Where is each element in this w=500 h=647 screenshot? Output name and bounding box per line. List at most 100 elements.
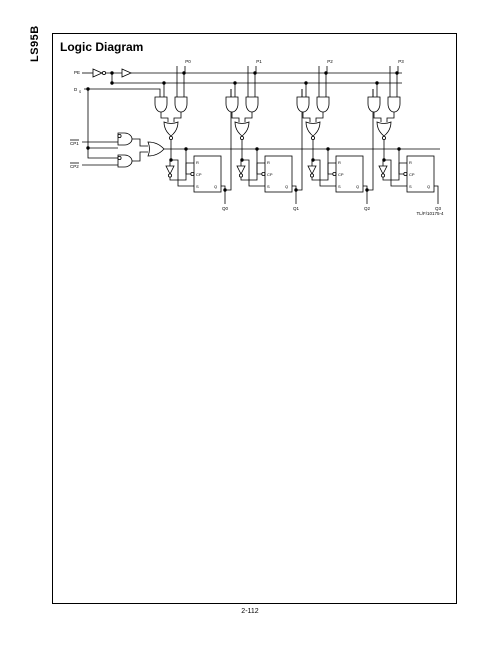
wire xyxy=(225,89,232,191)
flipflop-q-pin-label: Q xyxy=(427,184,430,189)
inverter-triangle xyxy=(378,165,388,175)
wire xyxy=(363,185,368,204)
flipflop-s-pin-label: S xyxy=(267,184,270,189)
flipflop-cp-pin-label: CP xyxy=(196,172,202,177)
wire xyxy=(302,112,311,122)
wire xyxy=(311,162,336,181)
wire xyxy=(315,112,324,122)
flip-flop-box-3 xyxy=(406,155,435,193)
inverter-bubble xyxy=(168,135,173,140)
inverter-bubble xyxy=(310,135,315,140)
cp2-input-label: CP2 xyxy=(70,164,79,169)
junction-dot xyxy=(110,81,114,85)
wire xyxy=(244,112,253,122)
ds-input-label: D xyxy=(74,87,78,92)
nor-gate xyxy=(234,121,250,137)
inverter-bubble xyxy=(238,173,243,178)
inverter-bubble xyxy=(239,135,244,140)
wire xyxy=(240,162,265,181)
ds-subscript-label: S xyxy=(79,90,81,94)
flip-flop-box-1 xyxy=(264,155,293,193)
flipflop-cp-pin-label: CP xyxy=(409,172,415,177)
section-title: Logic Diagram xyxy=(60,40,144,54)
inverter-bubble xyxy=(190,171,195,176)
wire xyxy=(292,185,297,204)
flipflop-r-pin-label: R xyxy=(196,160,199,165)
flipflop-s-pin-label: S xyxy=(409,184,412,189)
and-gate xyxy=(174,96,188,113)
wire xyxy=(434,185,439,204)
flipflop-q-pin-label: Q xyxy=(214,184,217,189)
parallel-input-label-p3: P3 xyxy=(398,59,404,64)
flip-flop-box-2 xyxy=(335,155,364,193)
junction-dot xyxy=(255,147,259,151)
wire xyxy=(367,89,374,191)
inverter-bubble xyxy=(309,173,314,178)
inverter-triangle xyxy=(165,165,175,175)
wire xyxy=(84,88,161,97)
and-gate xyxy=(154,96,168,113)
and-gate xyxy=(245,96,259,113)
flipflop-cp-pin-label: CP xyxy=(338,172,344,177)
wire xyxy=(169,159,171,166)
junction-dot xyxy=(162,81,166,85)
wire xyxy=(398,149,404,175)
junction-dot xyxy=(184,147,188,151)
inverter-bubble xyxy=(102,71,107,76)
flipflop-r-pin-label: R xyxy=(409,160,412,165)
junction-dot xyxy=(324,71,328,75)
parallel-input-label-p2: P2 xyxy=(327,59,333,64)
and-gate xyxy=(367,96,381,113)
parallel-input-label-p0: P0 xyxy=(185,59,191,64)
inverter-bubble xyxy=(261,171,266,176)
junction-dot xyxy=(233,81,237,85)
flipflop-q-pin-label: Q xyxy=(356,184,359,189)
and-gate xyxy=(316,96,330,113)
wire xyxy=(296,89,303,191)
inverter-triangle xyxy=(236,165,246,175)
wire xyxy=(185,149,191,175)
wire xyxy=(87,89,118,149)
wire xyxy=(160,112,169,122)
output-label-q3: Q3 xyxy=(435,206,442,211)
wire xyxy=(132,151,148,162)
flip-flop-box-0 xyxy=(193,155,222,193)
wire xyxy=(384,159,407,187)
flipflop-q-pin-label: Q xyxy=(285,184,288,189)
inverter-bubble xyxy=(167,173,172,178)
junction-dot xyxy=(253,71,257,75)
or-gate xyxy=(147,141,165,157)
junction-dot xyxy=(326,147,330,151)
wire xyxy=(221,185,226,204)
and-gate xyxy=(387,96,401,113)
and-gate xyxy=(225,96,239,113)
wire xyxy=(169,162,194,181)
inverter-bubble xyxy=(403,171,408,176)
inverter-bubble xyxy=(117,133,122,138)
wire xyxy=(173,112,182,122)
figure-code-label: TL/F/10175-4 xyxy=(416,211,444,216)
inverter-bubble xyxy=(381,135,386,140)
nor-gate xyxy=(376,121,392,137)
wire xyxy=(327,149,333,175)
flipflop-s-pin-label: S xyxy=(338,184,341,189)
junction-dot xyxy=(375,81,379,85)
output-label-q0: Q0 xyxy=(222,206,229,211)
wire xyxy=(311,159,313,166)
wire xyxy=(382,159,384,166)
output-label-q2: Q2 xyxy=(364,206,371,211)
inverter-triangle xyxy=(307,165,317,175)
wire xyxy=(386,112,395,122)
wire xyxy=(240,159,242,166)
flipflop-cp-pin-label: CP xyxy=(267,172,273,177)
buffer-triangle xyxy=(121,68,132,78)
wire xyxy=(256,149,262,175)
and-gate xyxy=(296,96,310,113)
wire xyxy=(373,112,382,122)
wire xyxy=(111,73,402,84)
inverter-bubble xyxy=(380,173,385,178)
wire xyxy=(382,162,407,181)
junction-dot xyxy=(182,71,186,75)
junction-dot xyxy=(304,81,308,85)
